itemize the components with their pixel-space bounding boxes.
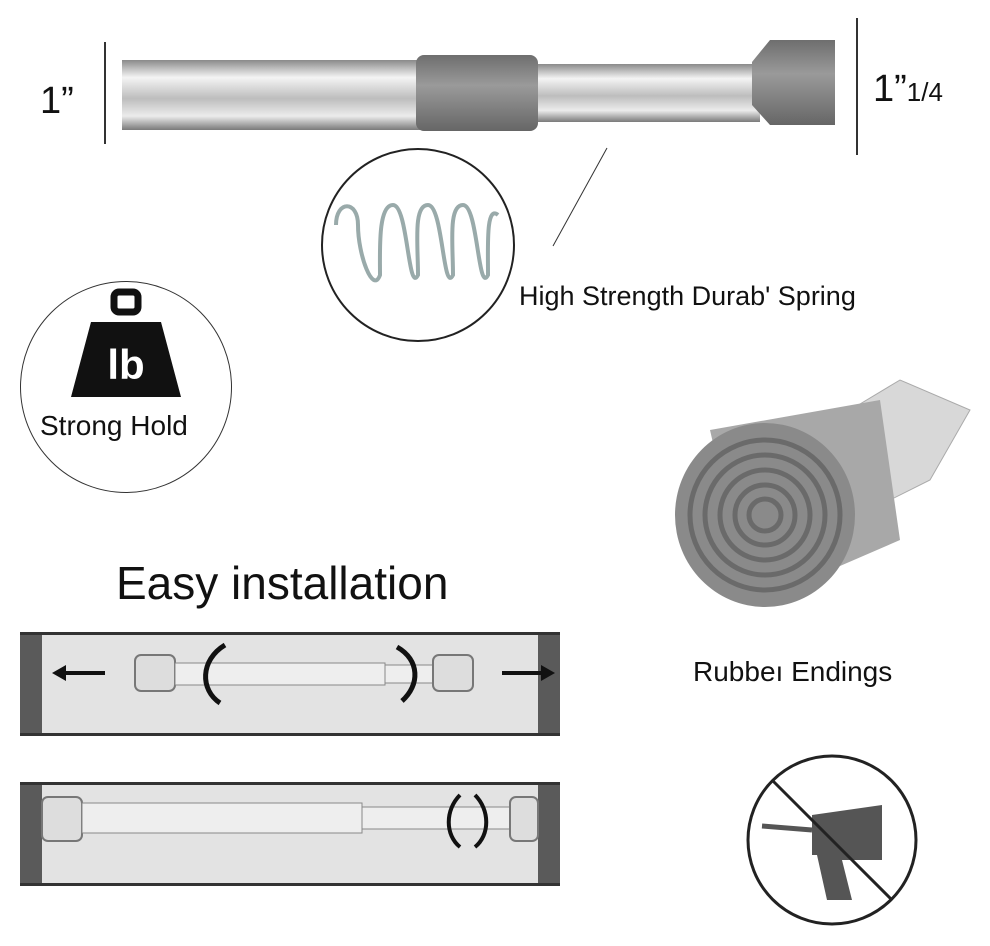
no-drill-icon: [746, 754, 918, 926]
wall-right: [538, 635, 560, 733]
rubber-endings-label: Rubbeı Endings: [693, 656, 893, 687]
end-diameter-fraction: 1/4: [906, 77, 943, 107]
wall-right: [538, 785, 560, 883]
weight-icon: lb: [71, 288, 181, 397]
wall-left: [20, 635, 42, 733]
strong-hold-label: Strong Hold: [40, 410, 188, 441]
spring-label: High Strength Durab' Spring: [519, 281, 856, 311]
wall-left: [20, 785, 42, 883]
rotate-arrow-icon: [203, 642, 227, 706]
spring-icon: [321, 148, 515, 342]
end-diameter-value: 1”: [873, 68, 907, 110]
end-diameter-label: 1”1/4: [873, 68, 943, 111]
installation-step-2: [20, 782, 560, 886]
rotate-arrow-icon: [446, 793, 489, 849]
tension-rod-image: [104, 18, 858, 247]
installation-title: Easy installation: [116, 557, 449, 609]
arrow-left-icon: [52, 665, 105, 681]
rubber-end-icon: [675, 379, 971, 607]
rod-diameter-label: 1”: [40, 80, 74, 122]
arrow-right-icon: [502, 665, 555, 681]
rotate-arrow-icon: [395, 644, 418, 703]
installation-step-1: [20, 632, 560, 736]
strong-hold-badge: lb Strong Hold: [20, 281, 232, 493]
weight-icon-text: lb: [107, 341, 144, 388]
